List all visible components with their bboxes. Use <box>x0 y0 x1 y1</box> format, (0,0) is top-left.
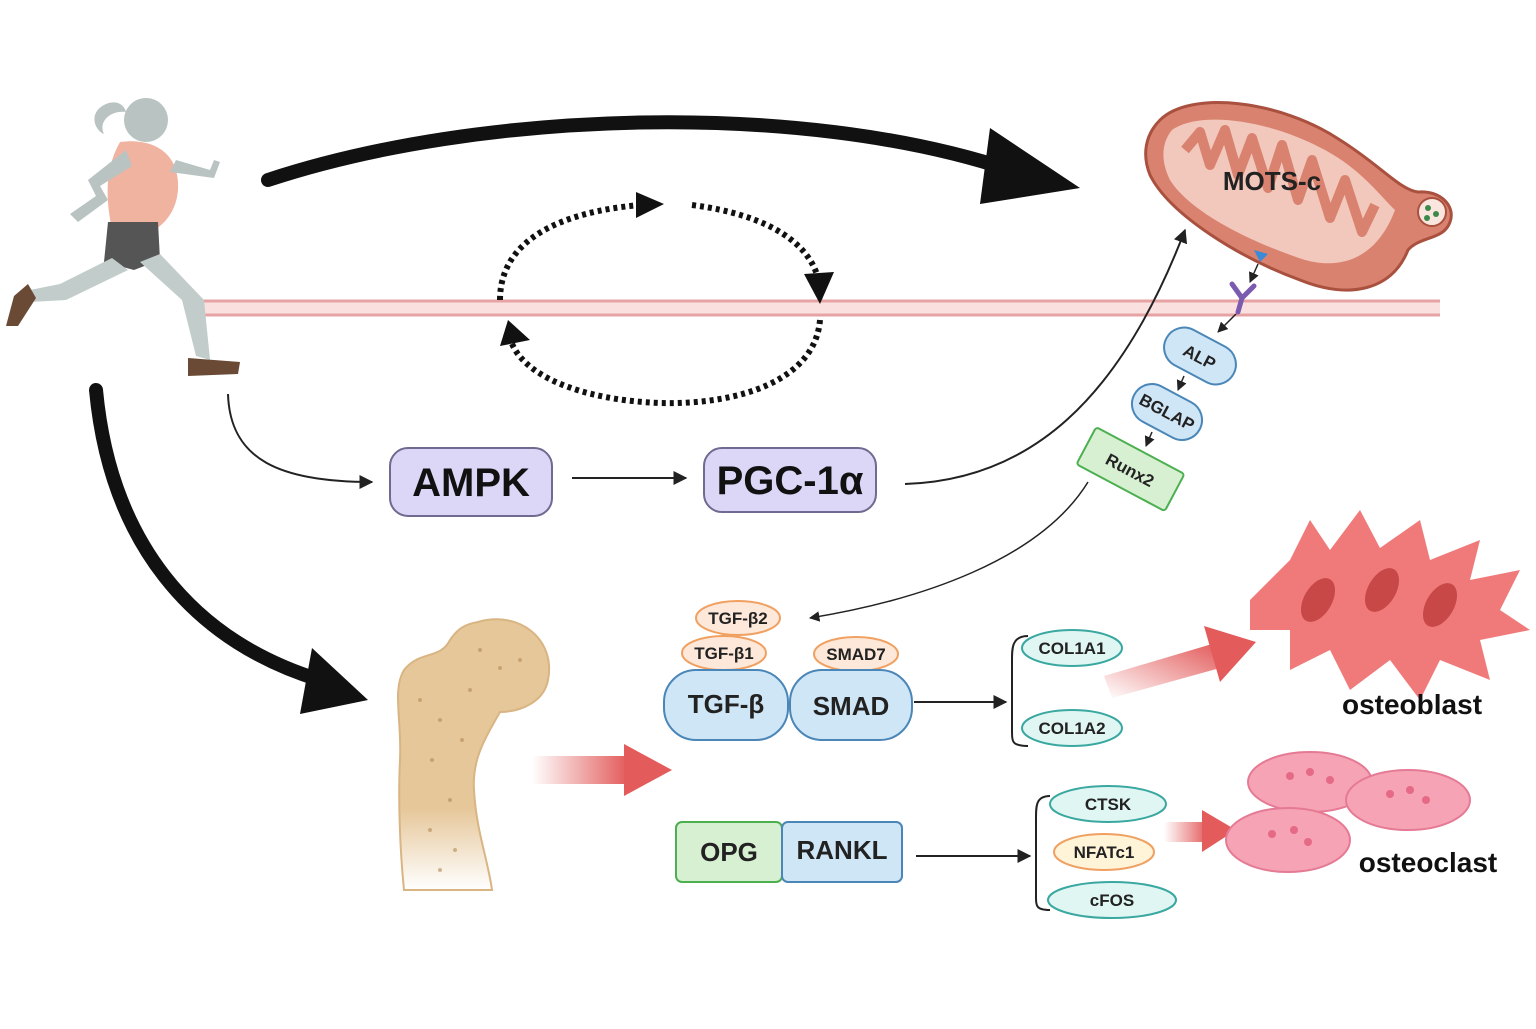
arrow-bglap-to-runx2 <box>1144 431 1155 447</box>
alp-node: ALP <box>1163 326 1237 386</box>
arrow-ligand <box>1249 263 1259 283</box>
ctsk-label: CTSK <box>1085 795 1132 814</box>
bracket-osteoclast-genes <box>1035 795 1051 911</box>
smad7-node: SMAD7 <box>813 636 899 672</box>
dotted-cycle-heads <box>500 192 834 346</box>
arrow-runner-to-ampk <box>227 393 374 489</box>
smad-node: SMAD <box>789 669 913 741</box>
tgfb-label: TGF-β <box>688 689 765 719</box>
arrow-bone-to-signaling <box>532 744 672 796</box>
tgfb1-label: TGF-β1 <box>694 644 753 663</box>
cfos-node: cFOS <box>1047 881 1177 919</box>
tgfb2-label: TGF-β2 <box>708 609 767 628</box>
arrow-to-osteoblast <box>1104 626 1256 698</box>
cfos-label: cFOS <box>1090 891 1134 910</box>
osteoblast-cells-icon <box>1250 510 1530 700</box>
ctsk-node: CTSK <box>1049 785 1167 823</box>
rankl-node: RANKL <box>781 821 903 883</box>
smad7-label: SMAD7 <box>826 645 886 664</box>
cell-membrane <box>195 299 1440 317</box>
bracket-col <box>1011 635 1029 747</box>
arrow-pgc1a-to-mots-c <box>904 228 1188 485</box>
osteoblast-label: osteoblast <box>1342 689 1482 720</box>
nfatc1-label: NFATc1 <box>1074 843 1135 862</box>
tgfb1-node: TGF-β1 <box>681 635 767 671</box>
col1a2-label: COL1A2 <box>1038 719 1105 738</box>
tgfb-node: TGF-β <box>663 669 789 741</box>
arrow-alp-to-bglap <box>1176 375 1187 391</box>
pgc1a-node: PGC-1α <box>703 447 877 513</box>
arrow-runner-to-bone <box>89 383 368 714</box>
opg-label: OPG <box>700 837 758 867</box>
osteoclast-nuclei <box>1268 768 1430 846</box>
mots-c-label: MOTS-c <box>1223 166 1321 196</box>
col1a2-node: COL1A2 <box>1021 709 1123 747</box>
arrow-runner-to-mots-c <box>261 115 1080 204</box>
smad-label: SMAD <box>813 691 890 721</box>
runner-icon <box>6 98 240 376</box>
nfatc1-node: NFATc1 <box>1053 833 1155 871</box>
mitochondrion-icon <box>1144 101 1453 292</box>
osteoclast-cells-icon <box>1225 751 1471 873</box>
arrow-to-osteoclast <box>1164 810 1236 852</box>
pgc1a-label: PGC-1α <box>717 459 864 503</box>
osteoclast-label: osteoclast <box>1359 847 1498 878</box>
arrow-receptor-to-alp <box>1217 313 1237 333</box>
opg-node: OPG <box>675 821 783 883</box>
rankl-label: RANKL <box>797 835 888 865</box>
dotted-cycle-arrows <box>497 202 823 407</box>
arrow-runx2-to-tgfb2 <box>808 481 1089 622</box>
ligand-icon <box>1254 250 1268 262</box>
bone-icon <box>396 618 551 891</box>
tgfb2-node: TGF-β2 <box>695 600 781 636</box>
runx2-node: Runx2 <box>1076 427 1185 512</box>
receptor-icon <box>1229 281 1257 315</box>
col1a1-node: COL1A1 <box>1021 629 1123 667</box>
col1a1-label: COL1A1 <box>1038 639 1105 658</box>
bglap-node: BGLAP <box>1130 383 1204 441</box>
ampk-label: AMPK <box>412 461 530 505</box>
ampk-node: AMPK <box>389 447 553 517</box>
